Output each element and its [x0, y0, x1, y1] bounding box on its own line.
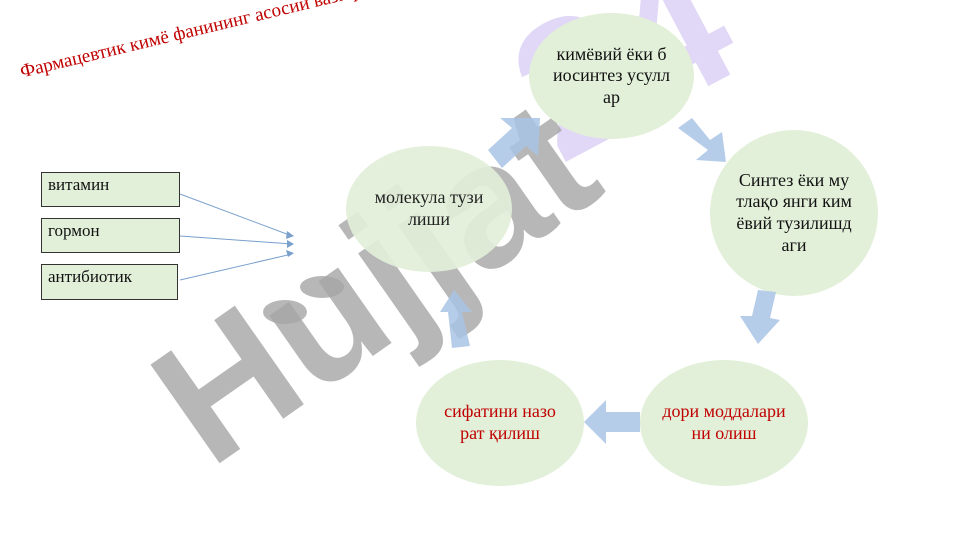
node-molecule: молекула тузилиши [346, 146, 512, 272]
watermark-dots [263, 276, 344, 324]
node-biosynthesis: кимёвий ёки биосинтез усуллар [529, 13, 694, 139]
node-drug-obtain: дори моддаларини олиш [640, 360, 808, 486]
box-vitamin: витамин [41, 172, 180, 207]
box-antibiotic: антибиотик [41, 264, 178, 300]
node-quality: сифатини назорат қилиш [416, 360, 584, 486]
watermark-dot [263, 300, 307, 324]
node-molecule-label: молекула тузилиши [374, 187, 484, 229]
box-hormone: гормон [41, 218, 180, 253]
node-drug-obtain-label: дори моддаларини олиш [662, 401, 786, 443]
watermark-dot [300, 276, 344, 298]
node-biosynthesis-label: кимёвий ёки биосинтез усуллар [553, 43, 670, 107]
node-synthesis: Синтез ёки мутлақо янги кимёвий тузилишд… [710, 130, 878, 296]
node-quality-label: сифатини назорат қилиш [444, 401, 556, 443]
node-synthesis-label: Синтез ёки мутлақо янги кимёвий тузилишд… [736, 169, 852, 255]
